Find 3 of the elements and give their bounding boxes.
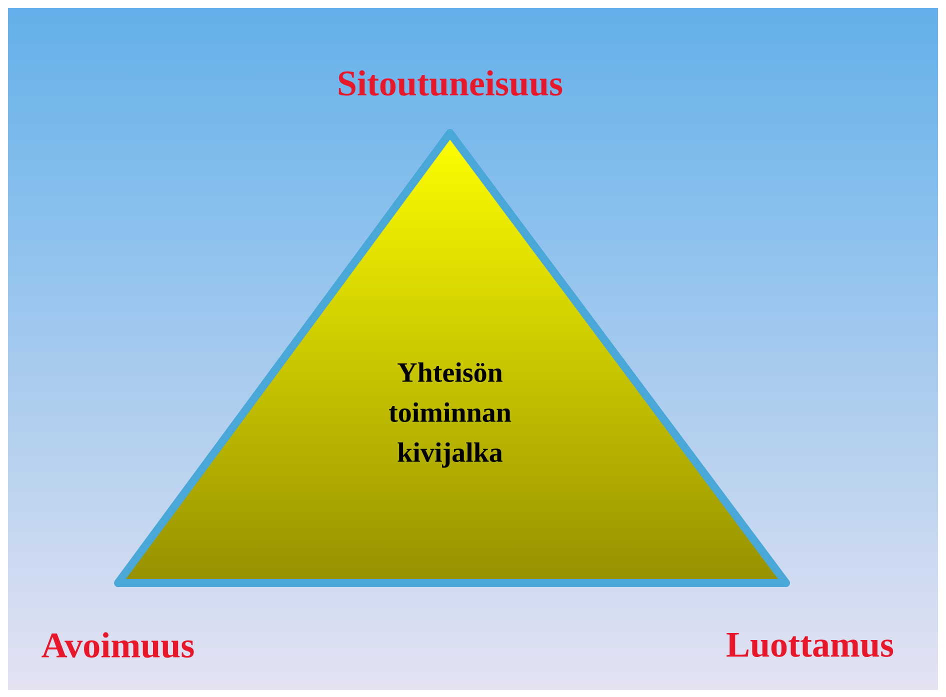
corner-label: Sitoutuneisuus xyxy=(338,70,562,96)
corner-label: Avoimuus xyxy=(42,632,194,658)
corner-label: Luottamus xyxy=(726,632,894,658)
